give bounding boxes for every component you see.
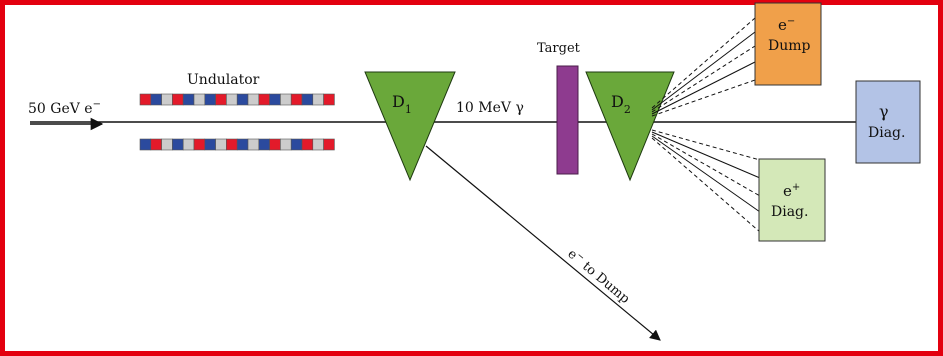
undulator-block [236,138,249,151]
gamma-diag-box [855,80,921,164]
undulator-block [301,138,314,151]
positron-fan [651,129,761,233]
undulator-block [139,138,152,151]
undulator-block [215,138,227,151]
undulator-block [172,138,184,151]
undulator-block [269,93,281,106]
undulator-block [323,93,335,106]
positron-diag-label: Diag. [771,204,808,220]
undulator-bottom-row [139,138,335,151]
undulator-block [312,93,324,106]
undulator-block [323,138,335,151]
undulator-block [150,138,162,151]
positron-diag-box [758,158,826,242]
gamma-diag-label: Diag. [868,125,905,141]
undulator-block [301,93,314,106]
d2-label: D2 [611,92,631,116]
undulator-block [215,93,227,106]
gamma-diag-symbol: γ [879,102,889,121]
d1-label: D1 [392,92,412,116]
undulator-block [247,93,260,106]
undulator-block [258,138,270,151]
undulator-block [247,138,260,151]
undulator-block [269,138,281,151]
undulator-block [182,93,195,106]
undulator-block [172,93,184,106]
electron-dump-symbol: e− [778,16,795,34]
positron-diag-symbol: e+ [783,182,800,200]
e-to-dump-line [425,145,661,341]
undulator-label: Undulator [187,72,260,88]
target [556,65,579,175]
undulator-block [258,93,270,106]
undulator-block [161,93,173,106]
electron-dump-label: Dump [768,38,811,54]
dipole-d1 [364,71,456,182]
undulator-block [280,138,292,151]
undulator-block [204,138,216,151]
undulator-block [290,93,303,106]
undulator-block [226,138,238,151]
e-to-dump-label: e− to Dump [564,246,633,307]
undulator-block [290,138,303,151]
undulator-block [204,93,216,106]
target-label: Target [537,41,581,56]
undulator-top-row [139,93,335,106]
undulator-block [280,93,292,106]
undulator-block [139,93,152,106]
undulator-block [193,138,206,151]
electron-fan [651,17,756,117]
undulator-block [182,138,195,151]
undulator-block [161,138,173,151]
electron-dump-box [754,2,822,86]
photon-label: 10 MeV γ [456,100,524,116]
undulator-block [226,93,238,106]
beam-label: 50 GeV e− [28,99,101,117]
undulator-block [236,93,249,106]
dipole-d2 [585,71,675,182]
undulator-block [193,93,206,106]
undulator-block [150,93,162,106]
undulator-block [312,138,324,151]
